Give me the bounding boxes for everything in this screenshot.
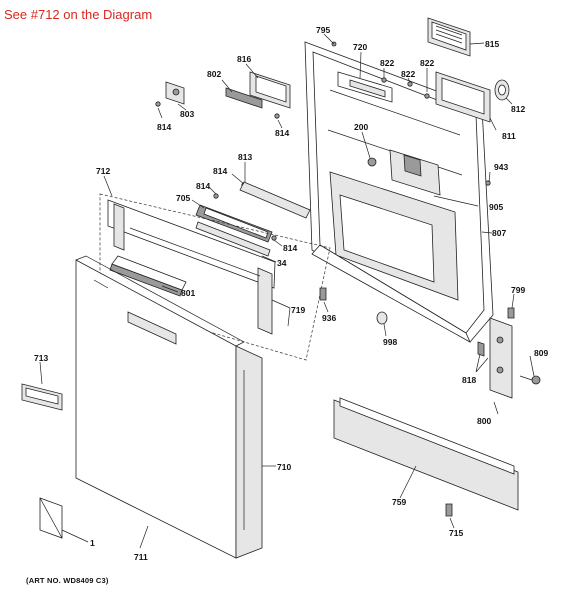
callout-34: 34 bbox=[277, 258, 287, 268]
callout-719: 719 bbox=[291, 305, 305, 315]
callout-795: 795 bbox=[316, 25, 330, 35]
callout-813: 813 bbox=[238, 152, 252, 162]
callout-815: 815 bbox=[485, 39, 499, 49]
kickplate-759 bbox=[333, 397, 519, 511]
bracket-802 bbox=[225, 87, 263, 109]
callout-705: 705 bbox=[176, 193, 190, 203]
callout-814-c: 814 bbox=[213, 166, 227, 176]
diagram-reference-note: See #712 on the Diagram bbox=[4, 7, 153, 22]
callout-816: 816 bbox=[237, 54, 251, 64]
callout-807: 807 bbox=[492, 228, 506, 238]
side-panel-710 bbox=[235, 345, 263, 559]
callout-1: 1 bbox=[90, 538, 95, 548]
spring-809 bbox=[519, 375, 541, 385]
inner-door-panel bbox=[304, 41, 494, 343]
leader-lines bbox=[39, 33, 535, 549]
callout-801: 801 bbox=[181, 288, 195, 298]
hinge-800 bbox=[489, 317, 513, 399]
callout-803: 803 bbox=[180, 109, 194, 119]
callout-711: 711 bbox=[134, 552, 148, 562]
callout-799: 799 bbox=[511, 285, 525, 295]
callout-814-e: 814 bbox=[283, 243, 297, 253]
callout-720: 720 bbox=[353, 42, 367, 52]
callout-814-d: 814 bbox=[196, 181, 210, 191]
callout-822-c: 822 bbox=[420, 58, 434, 68]
callout-812: 812 bbox=[511, 104, 525, 114]
callout-labels: 795 720 815 816 802 822 822 822 812 803 … bbox=[34, 25, 548, 562]
handle-713 bbox=[21, 383, 63, 411]
callout-943: 943 bbox=[494, 162, 508, 172]
control-housing-816 bbox=[249, 71, 291, 109]
callout-814-a: 814 bbox=[157, 122, 171, 132]
trim-34 bbox=[195, 221, 271, 257]
detergent-dispenser-811 bbox=[435, 71, 491, 123]
callout-814-b: 814 bbox=[275, 128, 289, 138]
callout-998: 998 bbox=[383, 337, 397, 347]
vent-assembly-815 bbox=[427, 17, 471, 57]
art-number: (ART NO. WD8409 C3) bbox=[26, 576, 109, 585]
console-712 bbox=[99, 193, 331, 361]
label-1 bbox=[39, 497, 63, 539]
latch-803 bbox=[165, 81, 185, 105]
callout-715: 715 bbox=[449, 528, 463, 538]
callout-818: 818 bbox=[462, 375, 476, 385]
callout-200: 200 bbox=[354, 122, 368, 132]
outer-door-panel bbox=[75, 255, 245, 559]
display-801 bbox=[109, 255, 187, 297]
misc-fasteners bbox=[319, 287, 515, 517]
keypad-705 bbox=[195, 204, 273, 243]
callout-822-a: 822 bbox=[380, 58, 394, 68]
callout-811: 811 bbox=[502, 131, 516, 141]
callout-710: 710 bbox=[277, 462, 291, 472]
dispenser-knob-812 bbox=[494, 79, 510, 101]
callout-809: 809 bbox=[534, 348, 548, 358]
callout-713: 713 bbox=[34, 353, 48, 363]
callout-936: 936 bbox=[322, 313, 336, 323]
callout-802: 802 bbox=[207, 69, 221, 79]
callout-905: 905 bbox=[489, 202, 503, 212]
callout-712: 712 bbox=[96, 166, 110, 176]
control-board-813 bbox=[239, 181, 311, 219]
callout-822-b: 822 bbox=[401, 69, 415, 79]
callout-800: 800 bbox=[477, 416, 491, 426]
callout-759: 759 bbox=[392, 497, 406, 507]
